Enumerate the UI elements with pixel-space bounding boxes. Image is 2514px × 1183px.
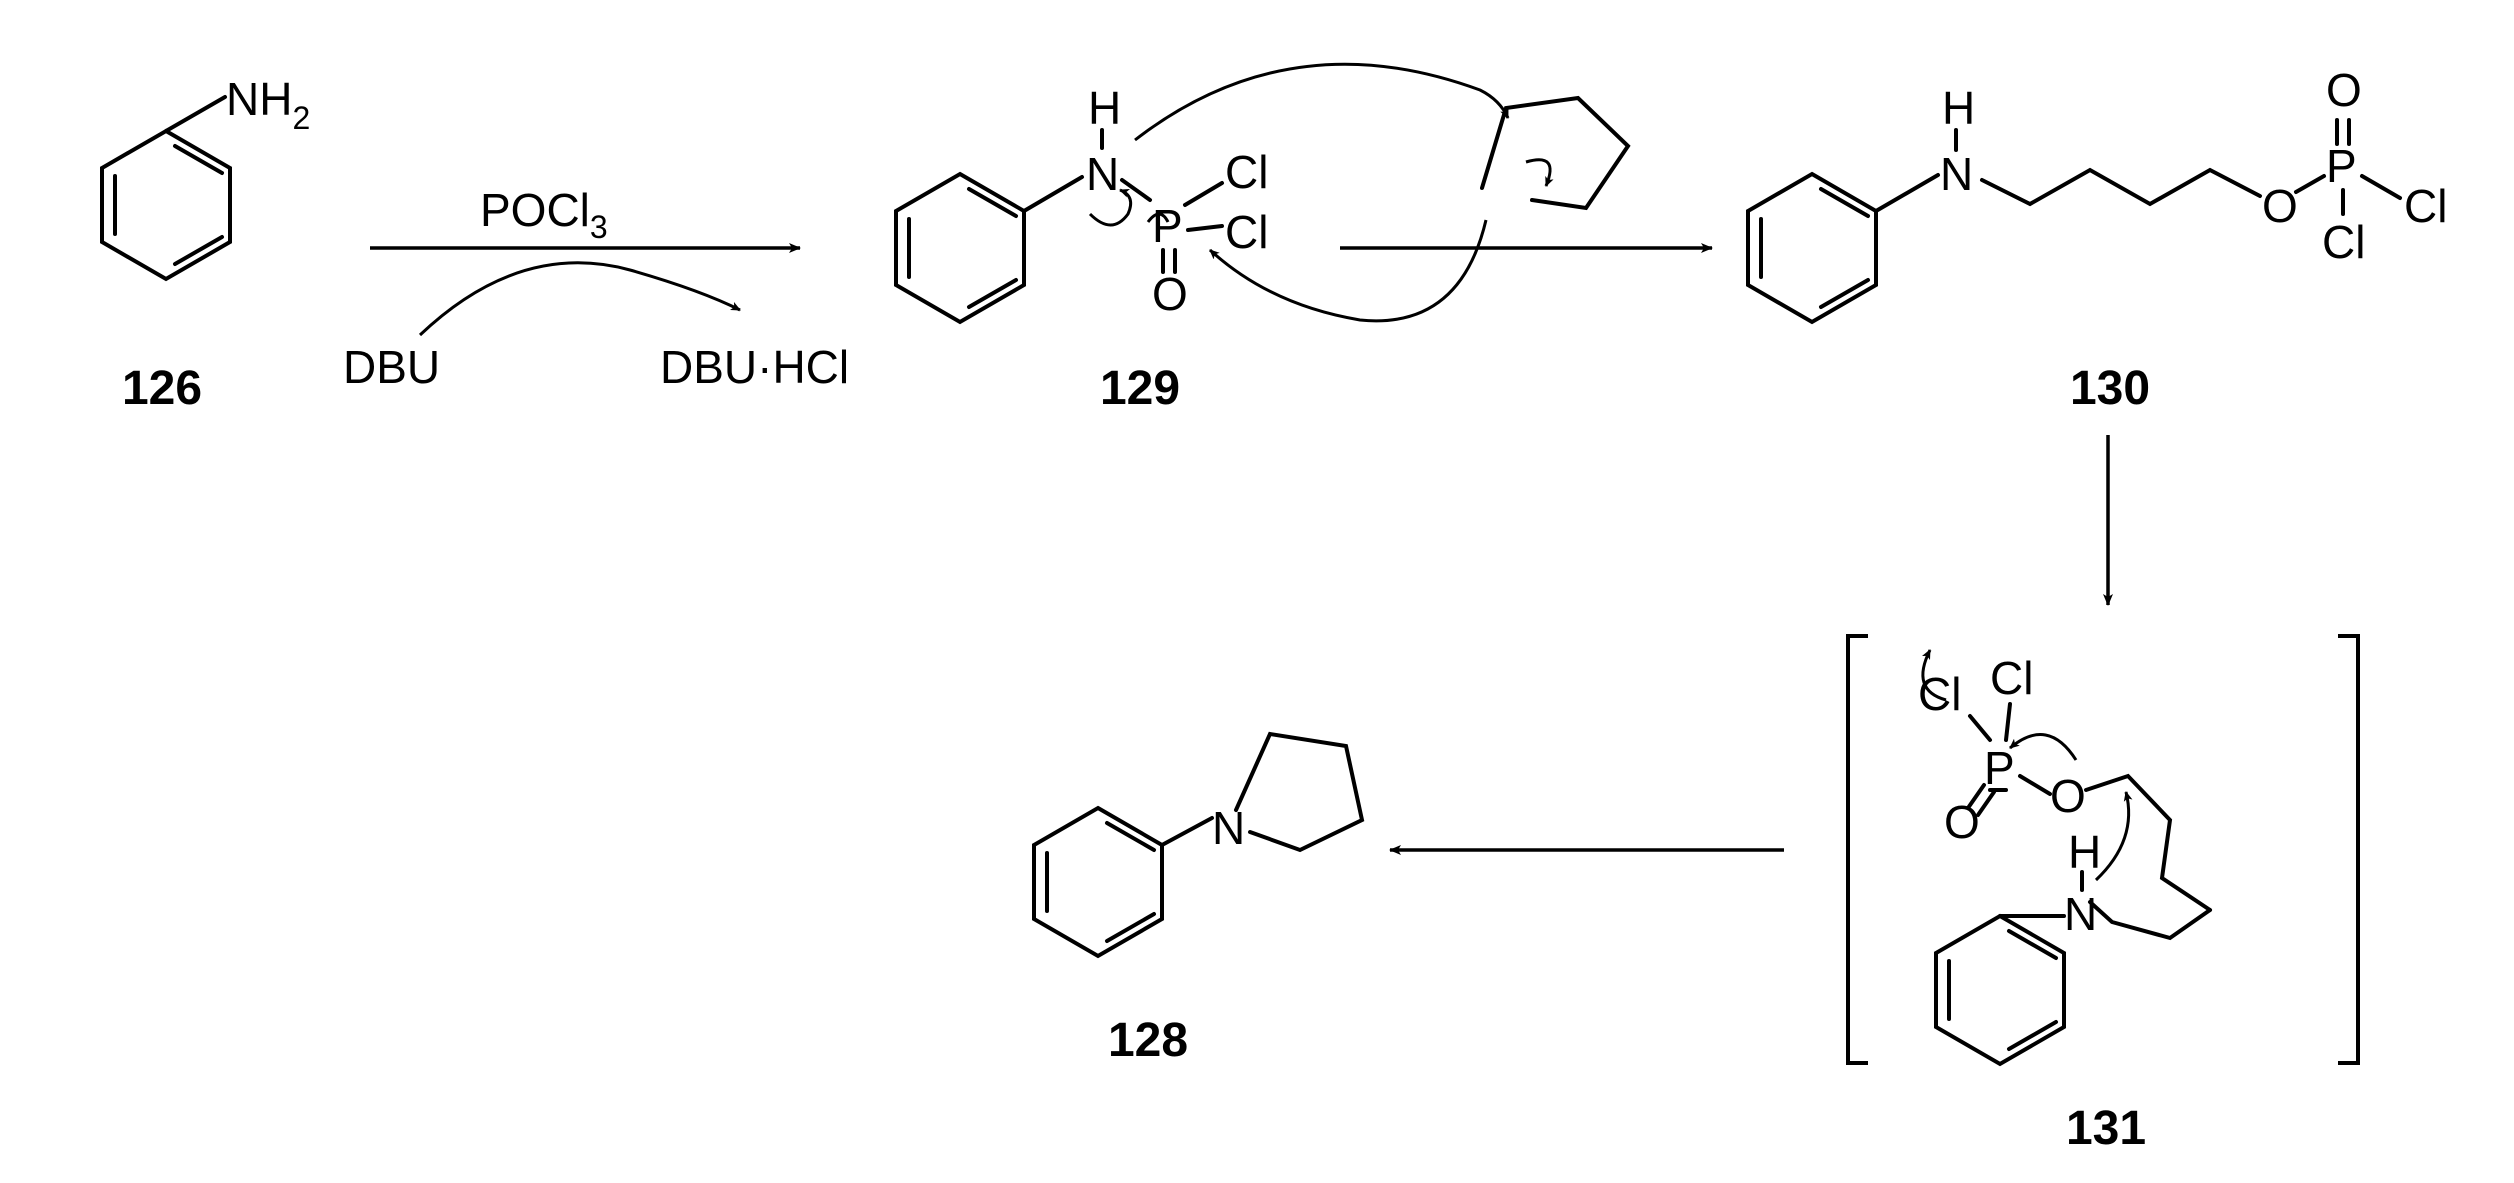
benzene-ring-126 [100,95,232,282]
benzene-ring-128 [1032,805,1214,959]
compound-126: NH2 126 [100,73,310,415]
bracket-left [1846,634,1868,1065]
p-atom-131: P [1984,742,2015,794]
cl-atom-129-2: Cl [1225,206,1268,258]
reaction-arrow-1: POCl3 DBU DBU·HCl [343,184,849,393]
curly-arrow-o-to-p [2009,733,2078,761]
curly-arrow-thf-to-p [1208,219,1488,323]
compound-label-131: 131 [2066,1102,2146,1155]
compound-label-126: 126 [122,362,202,415]
compound-label-129: 129 [1100,362,1180,415]
curly-arrow-np-1 [1088,188,1133,227]
p-atom-130: P [2326,140,2357,192]
cl-atom-131-1: Cl [1918,668,1961,720]
compound-128: N 128 [1032,731,1365,1067]
curly-arrow-n-to-c [2094,791,2133,882]
curly-arrow-cl-leave [1921,649,1947,702]
h-atom-131: H [2068,826,2101,878]
reagent-dbu-hcl: DBU·HCl [660,341,849,393]
cl-atom-130-1: Cl [2404,180,2447,232]
compound-label-130: 130 [2070,362,2150,415]
nh2-label: NH2 [226,73,310,136]
bracket-right [2338,634,2360,1065]
o-atom-129: O [1152,268,1188,320]
curly-arrow-nh-to-thf [1134,62,1510,142]
thf-ring [1480,95,1631,211]
curly-arrow-thf-ring [1525,158,1554,187]
n-atom-130: N [1940,148,1973,200]
compound-129: H N P Cl Cl O 129 [894,82,1268,415]
benzene-ring-131 [1934,913,2066,1067]
o-ester-131: O [2050,770,2086,822]
h-atom-130: H [1942,82,1975,134]
curly-arrow-dbu [418,261,741,337]
benzene-ring-129 [894,171,1084,325]
reagent-pocl3: POCl3 [480,184,608,245]
n-atom-128: N [1212,802,1245,854]
o-ester-130: O [2262,180,2298,232]
n-atom-129: N [1086,148,1119,200]
cl-atom-131-2: Cl [1990,652,2033,704]
o-dbl-130: O [2326,64,2362,116]
compound-131: Cl Cl P O O H N 131 [1846,634,2360,1155]
compound-label-128: 128 [1108,1014,1188,1067]
h-atom-129: H [1088,82,1121,134]
compound-130: H N O P O Cl Cl 130 [1746,64,2447,415]
cl-atom-129-1: Cl [1225,146,1268,198]
benzene-ring-130 [1746,171,1940,325]
n-atom-131: N [2064,888,2097,940]
curly-arrow-np-2 [1146,212,1170,223]
o-dbl-131: O [1944,796,1980,848]
p-atom-129: P [1152,200,1183,252]
cl-atom-130-2: Cl [2322,216,2365,268]
reagent-dbu: DBU [343,341,440,393]
